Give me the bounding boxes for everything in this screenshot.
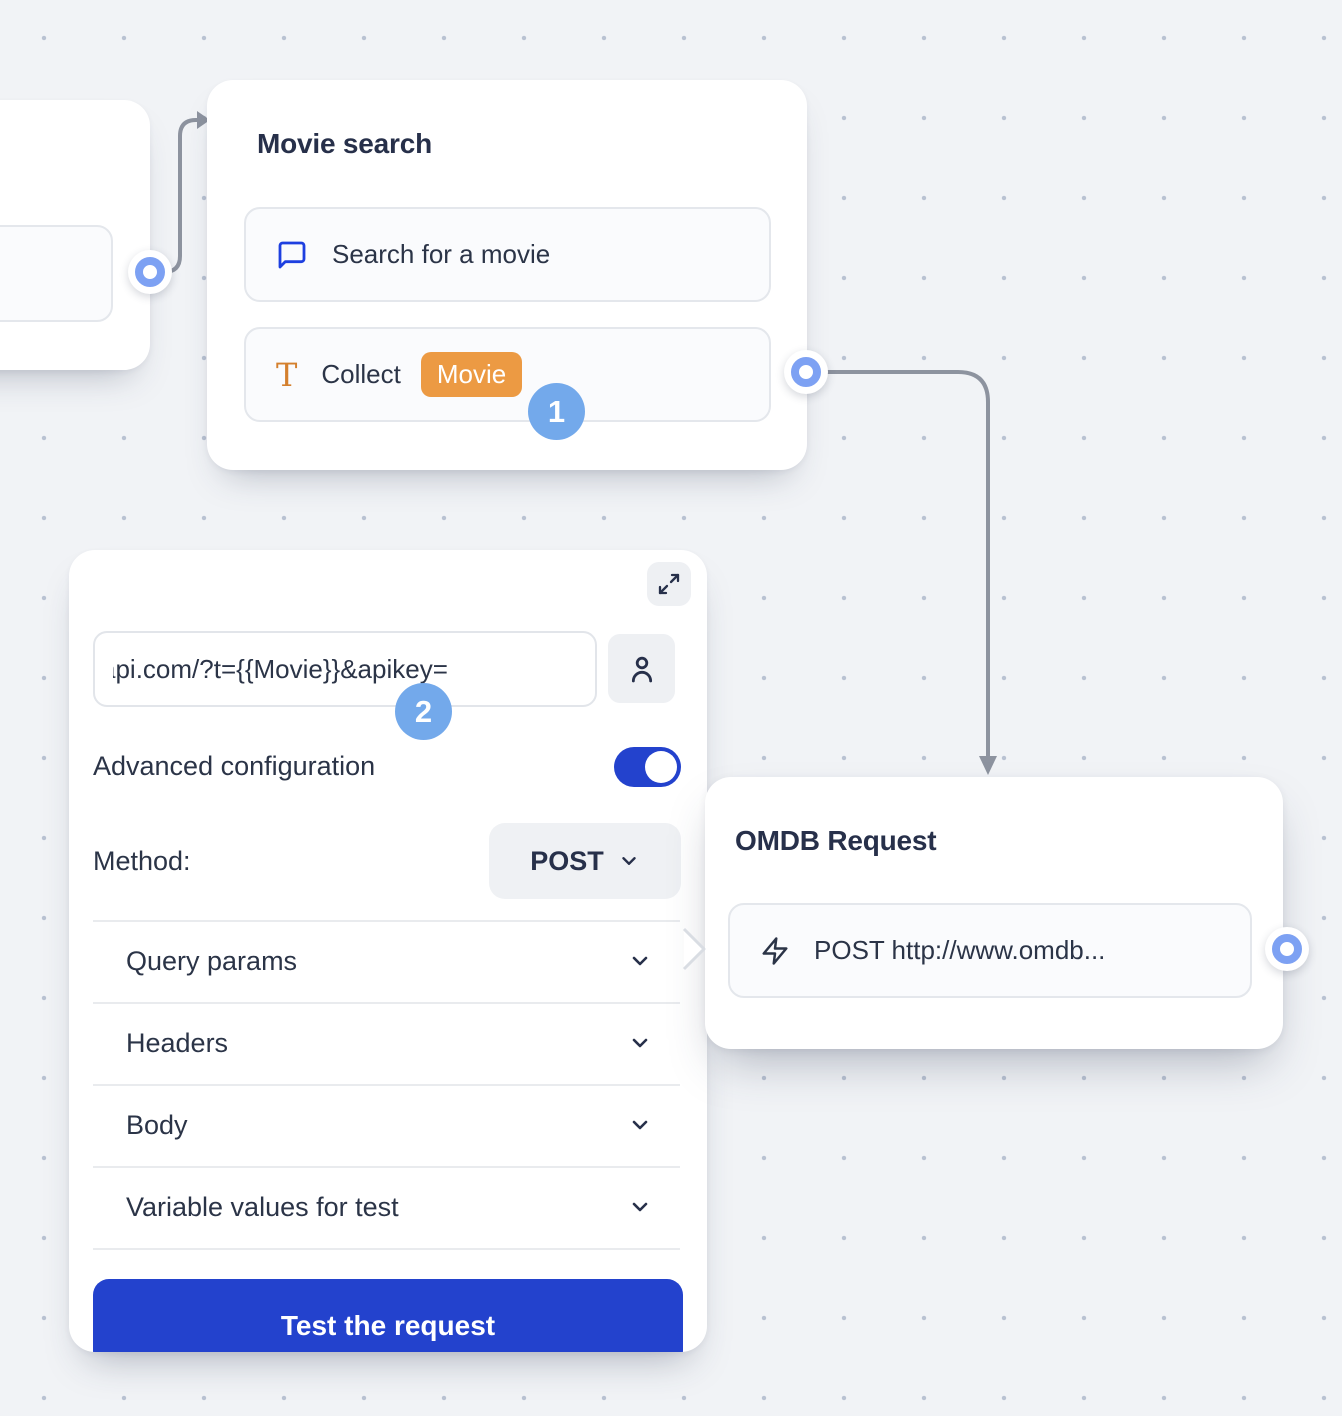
port-ring-icon <box>135 257 165 287</box>
node-movie-search[interactable]: Movie search Search for a movie T Collec… <box>207 80 807 470</box>
divider <box>93 1248 680 1250</box>
toggle-knob <box>645 751 677 783</box>
connector-left-node-to-movie-search <box>150 111 210 274</box>
webhook-block-label: POST http://www.omdb... <box>814 935 1106 965</box>
person-button[interactable] <box>608 634 675 703</box>
chevron-down-icon <box>632 956 648 966</box>
question-block-label: Search for a movie <box>332 239 551 269</box>
node-title-movie-search: Movie search <box>257 128 433 159</box>
lightning-bolt-icon <box>760 936 790 966</box>
test-request-button[interactable]: Test the request <box>93 1279 683 1352</box>
method-dropdown[interactable]: POST <box>489 823 681 899</box>
section-headers[interactable]: Headers <box>93 1002 682 1084</box>
node-title-omdb-request: OMDB Request <box>735 825 937 856</box>
node-omdb-request[interactable]: OMDB Request POST http://www.omdb... <box>682 777 1283 1049</box>
advanced-configuration-toggle[interactable] <box>614 747 681 787</box>
input-notch-icon <box>682 927 706 971</box>
divider <box>93 920 680 922</box>
output-port-previous-node[interactable] <box>128 250 172 294</box>
advanced-configuration-label: Advanced configuration <box>93 751 376 781</box>
webhook-block[interactable]: POST http://www.omdb... <box>728 903 1252 998</box>
divider <box>93 1084 680 1086</box>
output-port-movie-search[interactable] <box>784 350 828 394</box>
webhook-config-panel[interactable]: 2 Advanced configuration Method: POST Qu… <box>69 550 707 1352</box>
section-label: Headers <box>126 1027 229 1058</box>
collect-block-label: Collect <box>321 359 401 389</box>
section-label: Variable values for test <box>126 1191 399 1222</box>
previous-node-block[interactable] <box>0 225 113 322</box>
connector-movie-search-to-omdb <box>806 370 997 775</box>
section-label: Body <box>126 1109 188 1140</box>
section-label: Query params <box>126 945 298 976</box>
variable-chip-movie[interactable]: Movie <box>420 352 523 397</box>
person-icon <box>631 656 652 682</box>
question-block[interactable]: Search for a movie <box>244 207 771 302</box>
collect-block[interactable]: T Collect Movie <box>244 327 771 422</box>
node-previous-partial[interactable] <box>0 100 150 370</box>
chevron-down-icon <box>622 857 636 865</box>
output-port-omdb-request[interactable] <box>1265 927 1309 971</box>
section-body[interactable]: Body <box>93 1084 682 1166</box>
section-variable-values[interactable]: Variable values for test <box>93 1166 682 1248</box>
chat-bubble-icon <box>276 239 308 271</box>
chevron-down-icon <box>632 1038 648 1048</box>
divider <box>93 1166 680 1168</box>
expand-button[interactable] <box>647 562 691 606</box>
port-ring-icon <box>1272 934 1302 964</box>
chevron-down-icon <box>632 1120 648 1130</box>
method-label: Method: <box>93 846 191 876</box>
text-type-icon: T <box>276 355 298 394</box>
arrowhead-down-icon <box>979 756 997 775</box>
step-badge-1: 1 <box>528 383 585 440</box>
step-badge-2: 2 <box>395 683 452 740</box>
chevron-down-icon <box>632 1202 648 1212</box>
webhook-url-input[interactable] <box>93 631 597 707</box>
method-value: POST <box>530 845 604 876</box>
divider <box>93 1002 680 1004</box>
section-query-params[interactable]: Query params <box>93 920 682 1002</box>
port-ring-icon <box>791 357 821 387</box>
expand-arrows-icon <box>658 573 680 595</box>
